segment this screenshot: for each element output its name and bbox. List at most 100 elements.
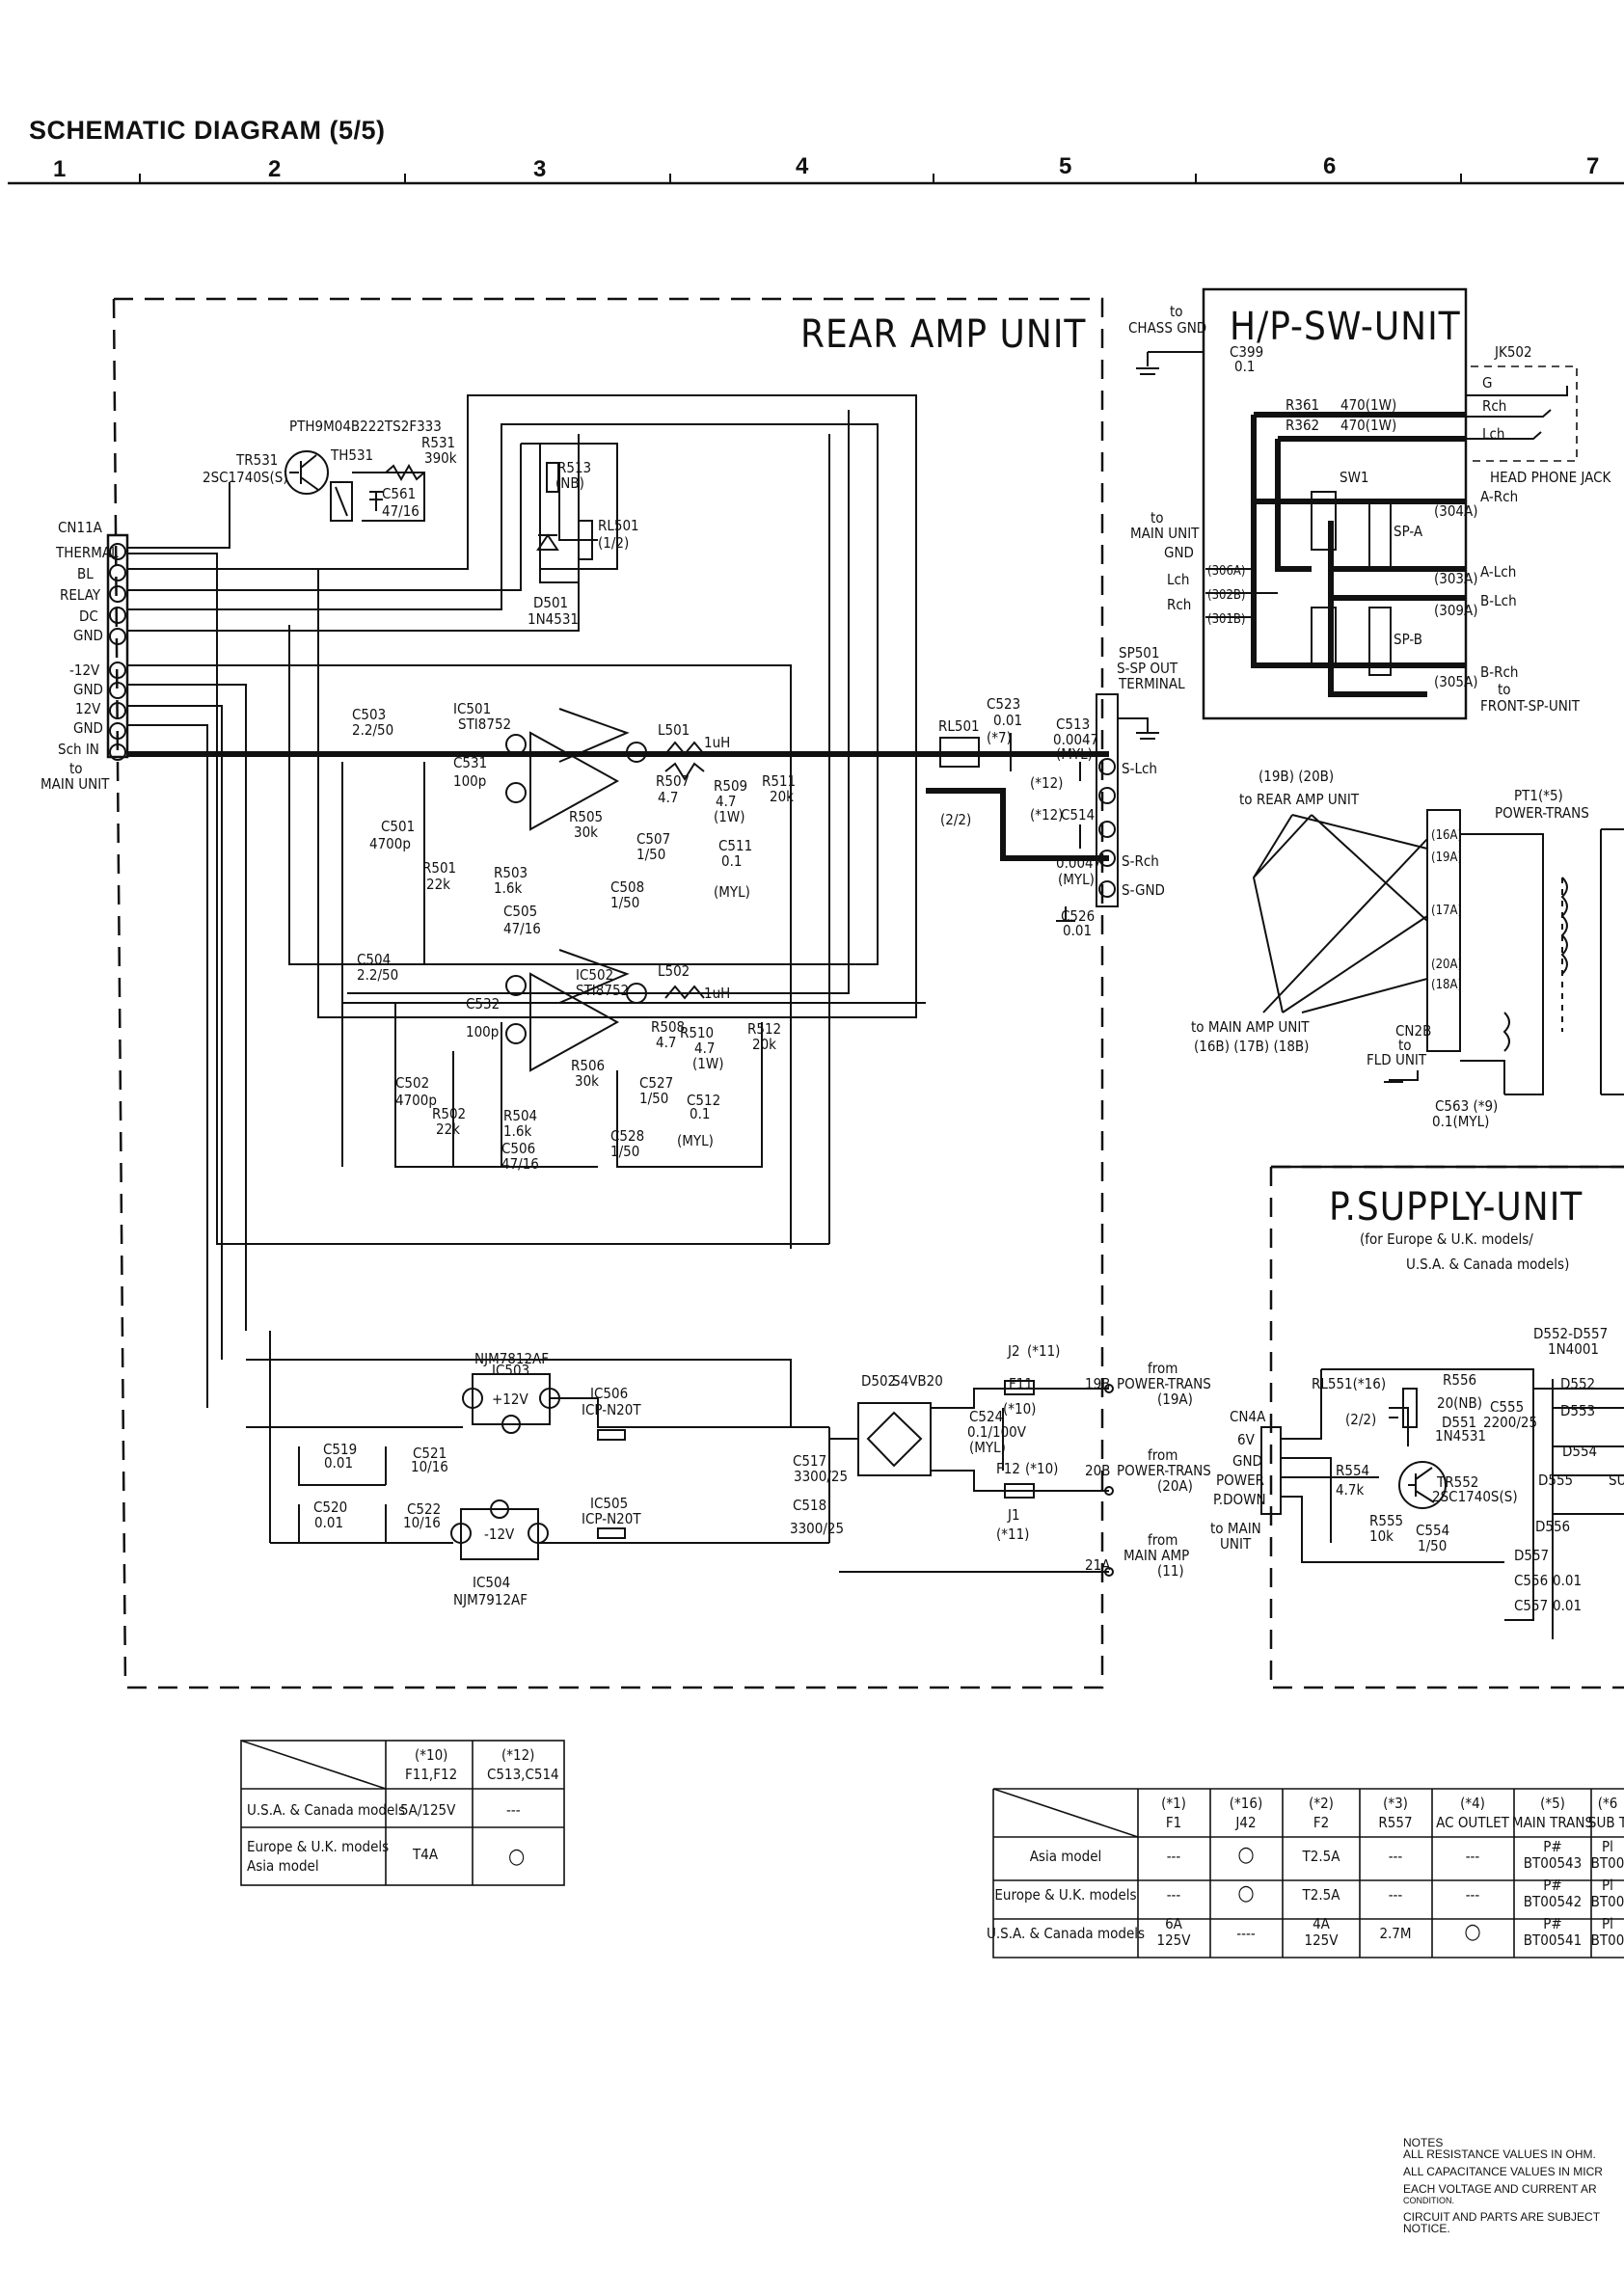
cn4a-pin-gnd: GND [1232, 1452, 1262, 1470]
tr531-part: 2SC1740S(S) [203, 469, 288, 486]
connector-cn11a: CN11A THERMAL BL RELAY DC GND -12V GND 1… [41, 519, 129, 793]
ic506-part: ICP-N20T [582, 1401, 641, 1418]
unit-2: UNIT [1220, 1535, 1252, 1553]
relay-rl501: R513 (NB) RL501 (1/2) D501 1N4531 [528, 459, 639, 628]
tr-row-3-cell-5: ○ [1464, 1920, 1480, 1944]
c519-value: 0.01 [324, 1454, 353, 1472]
p302b-label: (302B) [1207, 588, 1245, 603]
c555-value: 2200/25 [1483, 1414, 1537, 1431]
c527-value: 1/50 [639, 1090, 668, 1107]
tr-header-7-name: SUB T [1588, 1814, 1624, 1831]
to-main-amp-label: to MAIN AMP UNIT [1191, 1018, 1310, 1036]
cn11a-label: CN11A [58, 519, 103, 536]
r505-label: R505 [569, 808, 603, 825]
l501-value: 1uH [704, 734, 730, 751]
chass-gnd-label: CHASS GND [1128, 319, 1206, 337]
tr-header-1-name: F1 [1166, 1814, 1181, 1831]
tr-row-3-cell-1: 6A [1165, 1915, 1183, 1932]
p301b-label: (301B) [1207, 612, 1245, 627]
r503-value: 1.6k [494, 879, 522, 897]
r506-label: R506 [571, 1057, 605, 1074]
cn11a-pin-4 [109, 607, 126, 624]
tr-row-1-cell-7: Pl [1602, 1838, 1613, 1855]
jk502-label: JK502 [1494, 343, 1532, 361]
main-unit-to: to [1150, 509, 1164, 527]
th531-label: TH531 [330, 446, 373, 464]
tr-row-3-cell-1-b: 125V [1157, 1931, 1192, 1949]
d557-label: D557 [1514, 1547, 1549, 1564]
tr-header-5-note: (*4) [1460, 1795, 1485, 1812]
a-lch-label: A-Lch [1480, 563, 1516, 581]
r511-value: 20k [770, 788, 794, 805]
c524-note: (*10) [1003, 1400, 1036, 1418]
tr-row-2-cell-1: --- [1167, 1886, 1181, 1904]
c555-label: C555 [1490, 1398, 1524, 1416]
ic501-label: IC501 [453, 700, 491, 717]
r508-value: 4.7 [656, 1034, 676, 1051]
cn11a-pin-thermal: THERMAL [55, 544, 119, 561]
p20a-label: (20A) [1431, 958, 1462, 972]
cn11a-pin-12v: 12V [75, 700, 101, 717]
d501-label: D501 [533, 594, 568, 611]
chass-gnd-to: to [1170, 303, 1183, 320]
d552-d557-part: 1N4001 [1548, 1340, 1599, 1358]
ic505-label: IC505 [590, 1495, 628, 1512]
r509-watt: (1W) [714, 808, 744, 825]
r509-value: 4.7 [716, 793, 736, 810]
from-power-trans-2c: (20A) [1157, 1477, 1193, 1495]
notes-block: NOTES ALL RESISTANCE VALUES IN OHM. ALL … [1403, 2136, 1603, 2235]
notes-3b: CONDITION. [1403, 2196, 1454, 2205]
p17a-label: (17A) [1431, 904, 1462, 918]
c501-label: C501 [381, 818, 415, 835]
r510-value: 4.7 [694, 1040, 715, 1057]
tr-header-3-name: F2 [1313, 1814, 1329, 1831]
rl501b-value: (2/2) [940, 811, 971, 828]
tl-r2-c2: ○ [508, 1845, 525, 1869]
d552-label: D552 [1560, 1375, 1595, 1392]
cn11a-pin-dc: DC [79, 608, 98, 625]
r531-label: R531 [421, 434, 455, 451]
page-title: SCHEMATIC DIAGRAM (5/5) [29, 116, 386, 145]
column-label-1: 1 [53, 156, 66, 182]
tl-r2-c1: T4A [412, 1846, 439, 1863]
c513-note: (*12) [1030, 774, 1063, 792]
ic506-label: IC506 [590, 1385, 628, 1402]
tr-header-2-note: (*16) [1230, 1795, 1262, 1812]
a-rch-label: A-Rch [1480, 488, 1518, 505]
from-power-trans-1: from [1148, 1360, 1177, 1377]
control-wiring [127, 394, 917, 1408]
c507-label: C507 [636, 830, 670, 848]
ic504-part: NJM7912AF [453, 1591, 528, 1608]
tr-row-1-cell-2: ○ [1237, 1843, 1254, 1867]
c524-type: (MYL) [969, 1439, 1006, 1456]
c502-label: C502 [395, 1074, 429, 1092]
tr-row-3-cell-4: 2.7M [1379, 1925, 1411, 1942]
r554-value: 4.7k [1336, 1481, 1364, 1499]
f12-label: F12 [996, 1460, 1020, 1477]
r510-watt: (1W) [692, 1055, 723, 1072]
tr-row-2-model: Europe & U.K. models [994, 1886, 1136, 1904]
cn4a-pin-pdown: P.DOWN [1213, 1491, 1266, 1508]
b-rch-label: B-Rch [1480, 663, 1518, 681]
c557-label: C557 [1514, 1597, 1548, 1614]
cn4a-label: CN4A [1230, 1408, 1266, 1425]
power-trans-area: (19B) (20B) to REAR AMP UNIT PT1(*5) POW… [1191, 768, 1624, 1130]
p16a-label: (16A) [1431, 828, 1462, 843]
c504-value: 2.2/50 [357, 966, 398, 984]
c522-value: 10/16 [403, 1514, 441, 1531]
r503-label: R503 [494, 864, 528, 881]
tr-header-6-name: MAIN TRANS [1512, 1814, 1593, 1831]
r507-value: 4.7 [658, 789, 678, 806]
c399-label: C399 [1230, 343, 1263, 361]
c504-label: C504 [357, 951, 391, 968]
tr-row-2-cell-3: T2.5A [1302, 1886, 1341, 1904]
r362-value: 470(1W) [1340, 417, 1396, 434]
d552-d557-label: D552-D557 [1533, 1325, 1608, 1342]
c508-label: C508 [610, 878, 644, 896]
psu-subtitle-1: (for Europe & U.K. models/ [1360, 1230, 1533, 1248]
c520-value: 0.01 [314, 1514, 343, 1531]
r556-label: R556 [1443, 1371, 1476, 1389]
tr-row-3-cell-6: P# [1543, 1915, 1561, 1932]
node-19b: 19B [1085, 1375, 1110, 1392]
